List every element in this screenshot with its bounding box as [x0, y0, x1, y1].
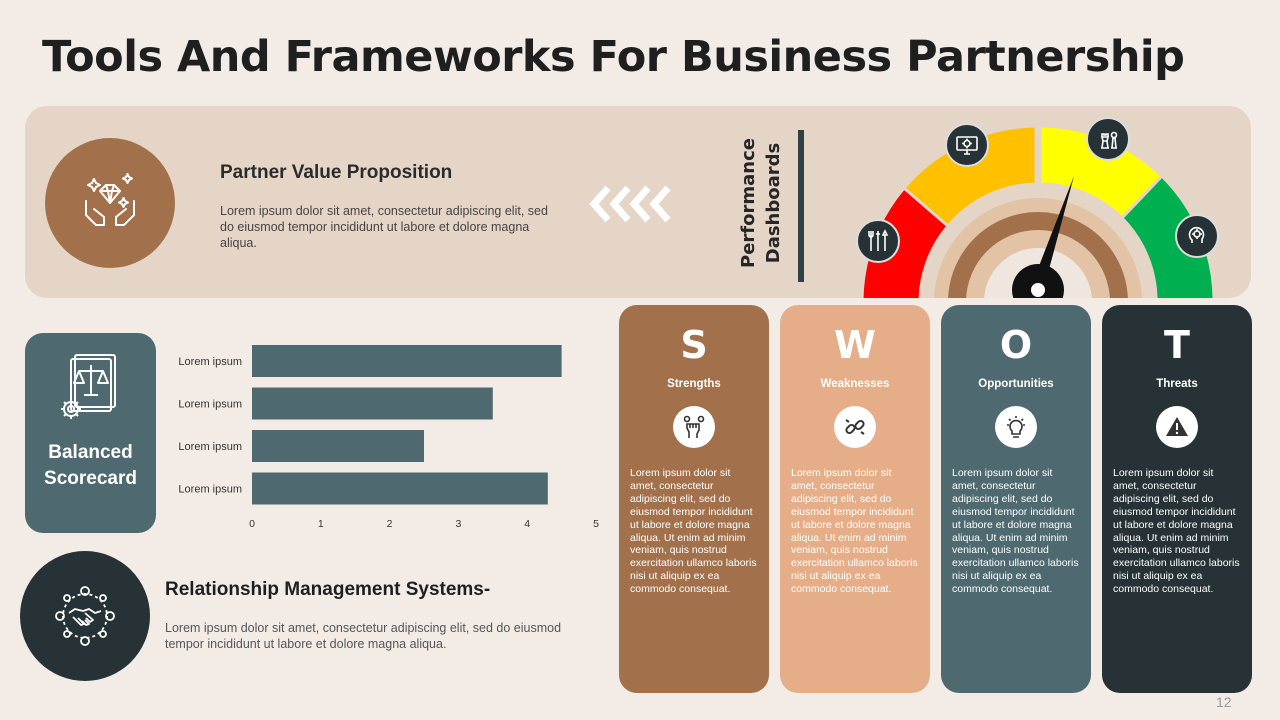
performance-label-line1: Performance: [738, 138, 759, 268]
x-tick-label: 0: [249, 518, 255, 530]
gauge-hub: [1012, 264, 1064, 298]
swot-card-opportunities: O Opportunities Lorem ipsum dolor sit am…: [941, 305, 1091, 693]
gauge-hub-dot: [1031, 283, 1045, 297]
swot-card-strengths: S Strengths Lorem ipsum dolor sit amet, …: [619, 305, 769, 693]
swot-name: Threats: [1156, 378, 1198, 390]
gauge-needle: [1032, 176, 1074, 288]
category-label: Lorem ipsum: [178, 356, 242, 368]
bar: [252, 472, 548, 505]
relationship-text: Lorem ipsum dolor sit amet, consectetur …: [165, 621, 562, 651]
swot-name: Opportunities: [978, 378, 1054, 390]
swot-letter: T: [1164, 323, 1190, 367]
swot-text: Lorem ipsum dolor sit amet, consectetur …: [1113, 467, 1240, 596]
brain-gear-icon: [1175, 214, 1219, 258]
balanced-scorecard-label: Balanced Scorecard: [44, 442, 137, 489]
swot-name: Strengths: [667, 378, 721, 390]
swot-card-threats: T Threats Lorem ipsum dolor sit amet, co…: [1102, 305, 1252, 693]
monitor-gear-icon: [945, 123, 989, 167]
gauge-segment-orange: [901, 124, 1038, 229]
swot-letter: S: [680, 323, 708, 367]
swot-card-weaknesses: W Weaknesses Lorem ipsum dolor sit amet,…: [780, 305, 930, 693]
chevrons-left-icon: [589, 185, 671, 223]
x-tick-label: 2: [387, 518, 393, 530]
x-tick-label: 3: [455, 518, 461, 530]
relationship-title: Relationship Management Systems-: [165, 579, 491, 600]
bar: [252, 430, 424, 462]
category-label: Lorem ipsum: [178, 484, 242, 496]
swot-letter: O: [999, 323, 1033, 367]
swot-text: Lorem ipsum dolor sit amet, consectetur …: [630, 467, 757, 596]
bar: [252, 345, 562, 377]
partner-value-text: Lorem ipsum dolor sit amet, consectetur …: [220, 204, 548, 250]
chess-icon: [1086, 117, 1130, 161]
swot-text: Lorem ipsum dolor sit amet, consectetur …: [952, 467, 1079, 596]
relationship-icon-circle: [20, 551, 150, 681]
category-label: Lorem ipsum: [178, 399, 242, 411]
scales-document-icon: [61, 354, 116, 419]
x-tick-label: 4: [524, 518, 530, 530]
partner-value-icon-circle: [45, 138, 175, 268]
category-label: Lorem ipsum: [178, 441, 242, 453]
handshake-network-icon: [55, 586, 115, 646]
performance-label-line2: Dashboards: [763, 142, 784, 264]
x-tick-label: 5: [593, 518, 599, 530]
swot-letter: W: [834, 323, 876, 367]
performance-gauge: [850, 112, 1226, 298]
broken-link-icon: [834, 406, 876, 448]
balanced-scorecard-card: [25, 333, 156, 533]
x-tick-label: 1: [318, 518, 324, 530]
diamond-hands-icon: [85, 173, 135, 226]
tools-icon: [856, 219, 900, 263]
gauge-dial: [860, 124, 1216, 298]
gauge-segment-green: [1119, 173, 1216, 298]
page-title: Tools And Frameworks For Business Partne…: [42, 32, 1185, 82]
warning-icon: [1156, 406, 1198, 448]
swot-text: Lorem ipsum dolor sit amet, consectetur …: [791, 467, 918, 596]
bar: [252, 387, 493, 420]
fist-icon: [673, 406, 715, 448]
page-number: 12: [1216, 694, 1232, 710]
lightbulb-icon: [995, 406, 1037, 448]
swot-name: Weaknesses: [820, 378, 890, 390]
performance-divider: [798, 130, 804, 282]
partner-value-title: Partner Value Proposition: [220, 162, 453, 183]
